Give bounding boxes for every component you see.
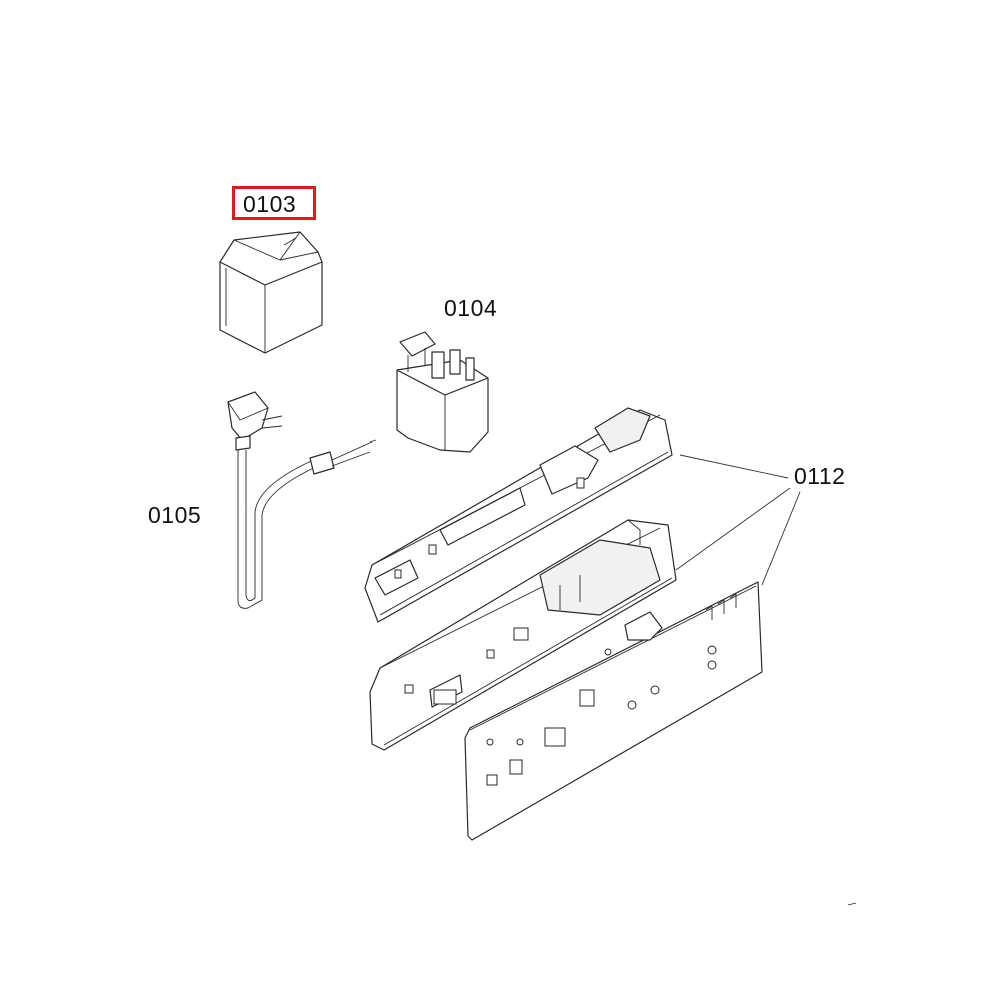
label-0112[interactable]: 0112 bbox=[794, 463, 846, 489]
label-0104[interactable]: 0104 bbox=[444, 295, 498, 321]
filter-part-0104[interactable] bbox=[396, 331, 489, 453]
leader-lines-0112 bbox=[675, 454, 801, 586]
cord-part-0105[interactable] bbox=[227, 391, 377, 609]
stray-mark bbox=[847, 902, 857, 906]
label-0105[interactable]: 0105 bbox=[148, 502, 202, 528]
highlight-box-0103 bbox=[232, 186, 316, 220]
frame-part-0112-middle[interactable] bbox=[369, 519, 677, 751]
label-0103[interactable]: 0103 bbox=[243, 191, 297, 217]
cover-part-0103[interactable] bbox=[219, 231, 323, 354]
rail-part-0112-upper[interactable] bbox=[364, 407, 673, 623]
board-part-0112-lower[interactable] bbox=[464, 581, 763, 841]
